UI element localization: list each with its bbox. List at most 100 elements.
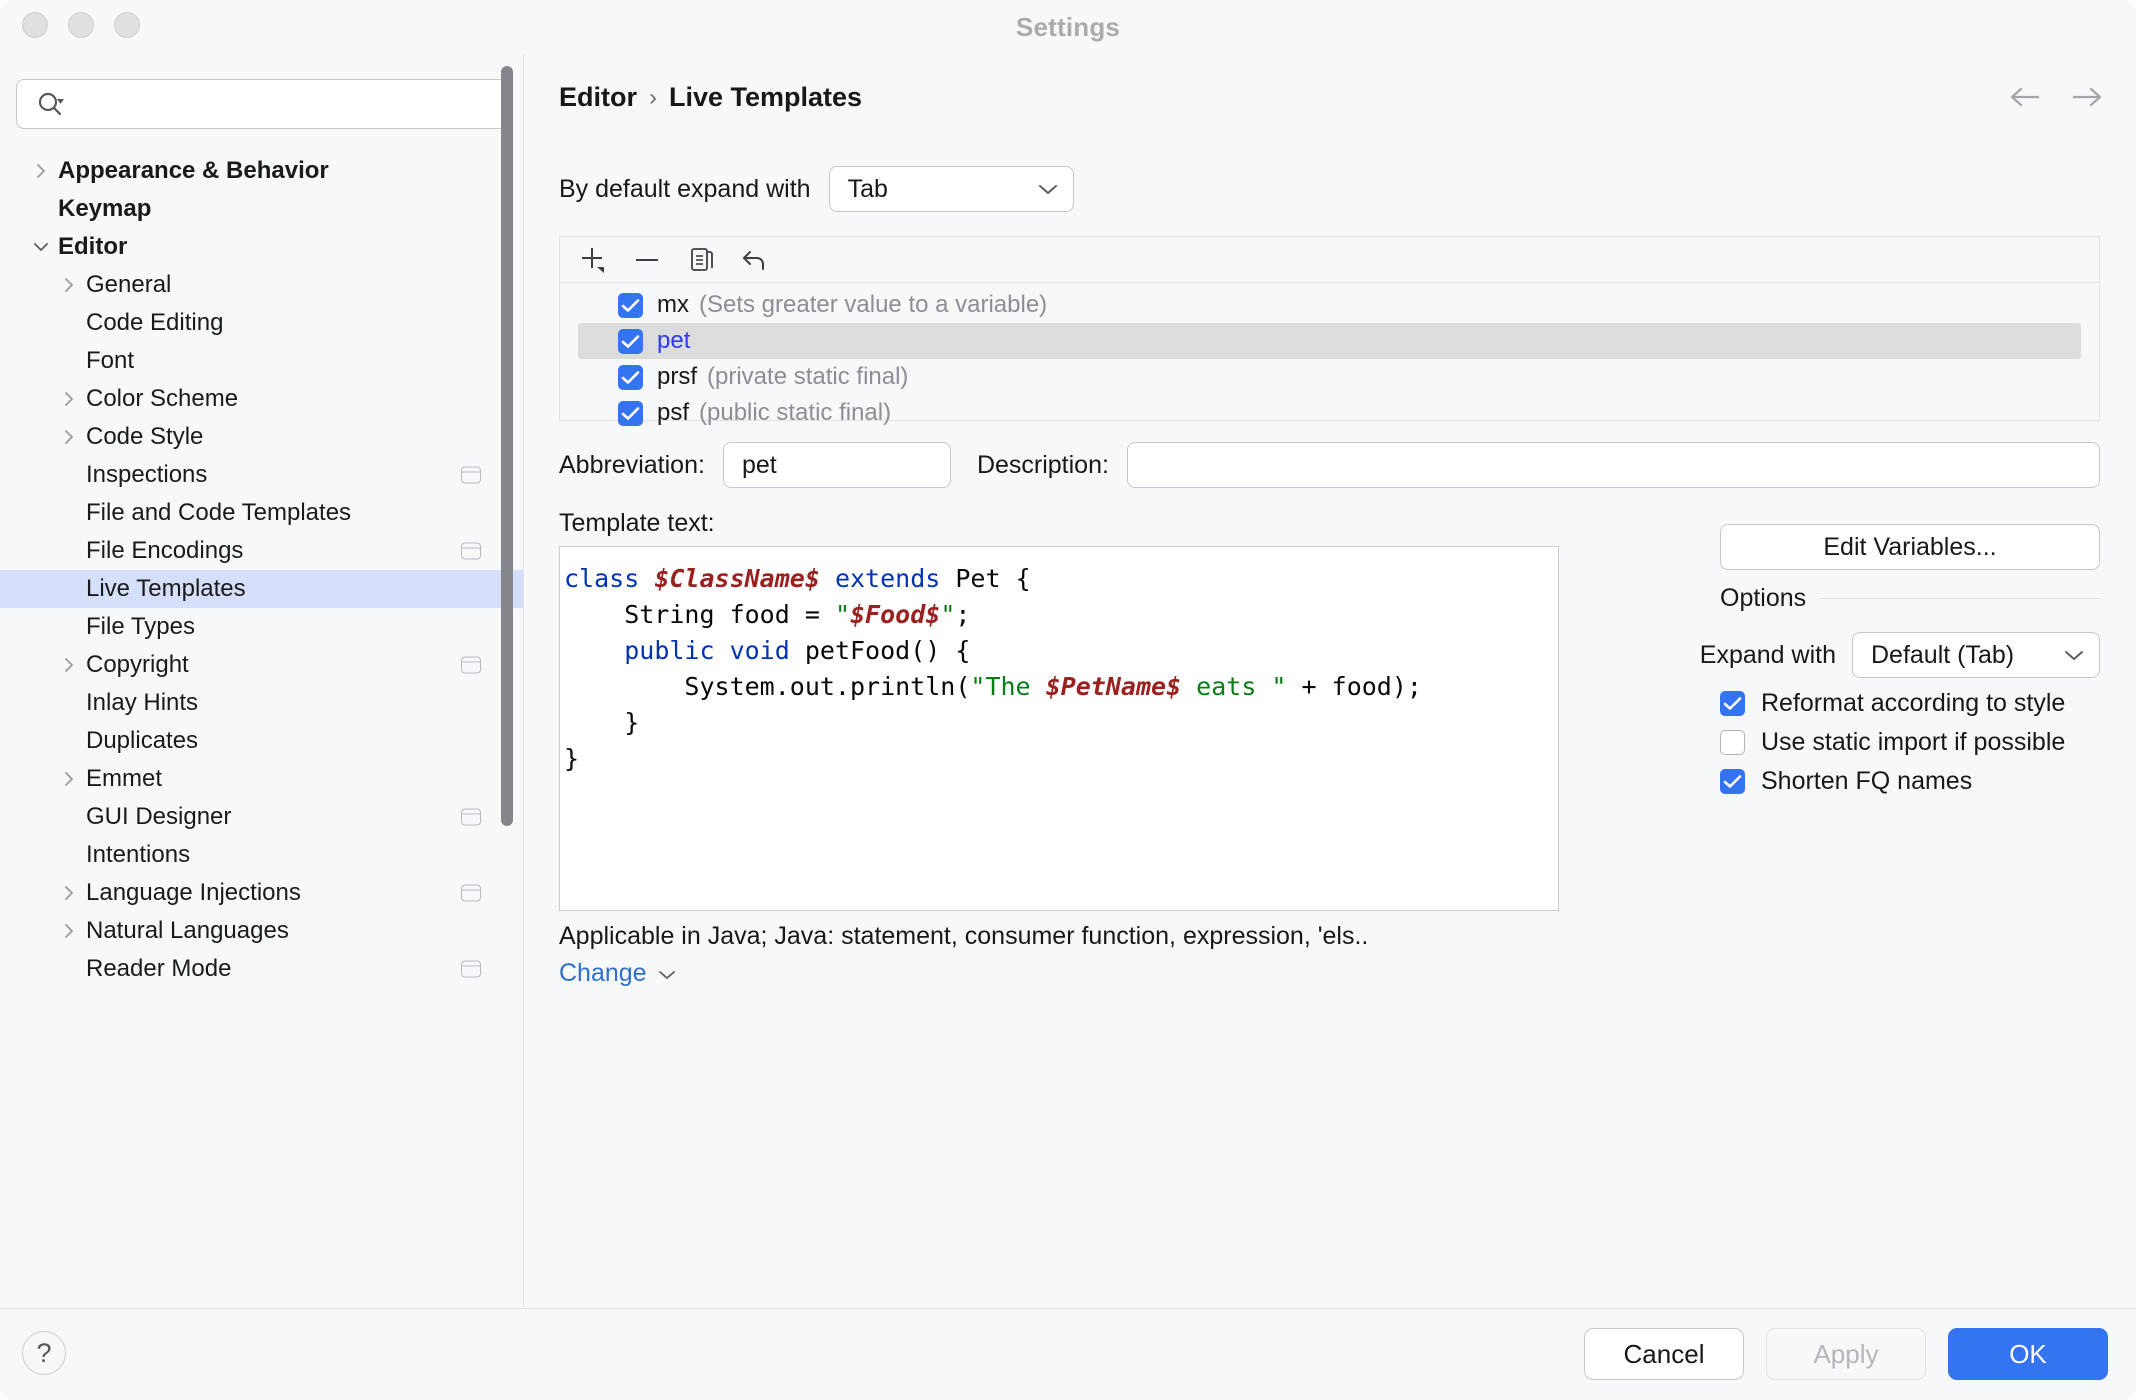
sidebar-item-appearance-behavior[interactable]: Appearance & Behavior [0,152,523,190]
sidebar-item-label: Reader Mode [86,955,232,982]
sidebar-item-editor[interactable]: Editor [0,228,523,266]
options-section-header: Options [1720,584,2100,613]
sidebar-item-natural-languages[interactable]: Natural Languages [0,912,523,950]
dialog-footer: ? Cancel Apply OK [0,1308,2136,1400]
chevron-right-icon[interactable] [54,389,84,409]
help-button[interactable]: ? [22,1331,66,1375]
breadcrumb-leaf: Live Templates [669,82,863,112]
sidebar-item-emmet[interactable]: Emmet [0,760,523,798]
sidebar-item-label: Emmet [86,765,163,792]
sidebar-item-label: Inspections [86,461,208,488]
code-token [564,636,624,665]
sidebar-item-file-encodings[interactable]: File Encodings [0,532,523,570]
description-label: Description: [976,450,1109,479]
sidebar-item-intentions[interactable]: Intentions [0,836,523,874]
sidebar-item-inlay-hints[interactable]: Inlay Hints [0,684,523,722]
default-expand-row: By default expand with Tab [559,166,1074,212]
sidebar-item-code-editing[interactable]: Code Editing [0,304,523,342]
code-token: $ClassName$ [654,564,820,593]
sidebar-item-keymap[interactable]: Keymap [0,190,523,228]
forward-arrow-icon[interactable] [2070,84,2104,110]
title-bar: Settings [0,0,2136,54]
cancel-button[interactable]: Cancel [1584,1328,1744,1380]
sidebar-scrollbar-thumb[interactable] [501,66,513,826]
template-text-editor[interactable]: class $ClassName$ extends Pet { String f… [559,546,1559,911]
chevron-right-icon[interactable] [26,161,56,181]
duplicate-template-button[interactable] [684,243,718,277]
sidebar-item-live-templates[interactable]: Live Templates [0,570,523,608]
template-row[interactable]: psf(public static final) [578,395,2081,431]
option-use-static-import-if-possible[interactable]: Use static import if possible [1720,723,2100,762]
ok-button[interactable]: OK [1948,1328,2108,1380]
change-context-link[interactable]: Change [559,959,677,988]
template-abbreviation: prsf [657,363,698,390]
template-enabled-checkbox[interactable] [618,400,643,426]
window-title: Settings [1015,11,1121,42]
main-panel: Editor › Live Templates By default expan… [525,54,2136,1308]
template-row[interactable]: pet [578,323,2081,359]
window-controls [22,12,140,38]
sidebar-item-label: Code Editing [86,309,224,336]
template-description: (Sets greater value to a variable) [699,291,1048,318]
back-arrow-icon[interactable] [2008,84,2042,110]
search-icon [35,89,65,119]
option-checkbox[interactable] [1720,691,1745,716]
code-token: petFood() { [789,636,971,665]
close-button[interactable] [22,12,48,38]
chevron-right-icon[interactable] [54,655,84,675]
template-enabled-checkbox[interactable] [618,292,643,318]
option-expand-with-select[interactable]: Default (Tab) [1852,632,2100,678]
sidebar-item-language-injections[interactable]: Language Injections [0,874,523,912]
project-scope-icon [461,884,481,902]
template-enabled-checkbox[interactable] [618,328,643,354]
chevron-down-icon [657,959,677,988]
sidebar-item-gui-designer[interactable]: GUI Designer [0,798,523,836]
chevron-right-icon[interactable] [54,769,84,789]
template-abbreviation: mx [657,291,689,318]
chevron-right-icon[interactable] [54,921,84,941]
add-template-button[interactable] [576,243,610,277]
option-checkbox[interactable] [1720,730,1745,755]
dialog-buttons: Cancel Apply OK [1584,1328,2108,1380]
description-input[interactable] [1126,442,2100,488]
chevron-right-icon[interactable] [54,427,84,447]
sidebar-item-color-scheme[interactable]: Color Scheme [0,380,523,418]
sidebar-item-font[interactable]: Font [0,342,523,380]
apply-button[interactable]: Apply [1766,1328,1926,1380]
sidebar-item-inspections[interactable]: Inspections [0,456,523,494]
code-token [820,564,835,593]
option-reformat-according-to-style[interactable]: Reformat according to style [1720,684,2100,723]
template-row[interactable]: prsf(private static final) [578,359,2081,395]
abbreviation-input[interactable]: pet [722,442,951,488]
code-token: eats " [1181,672,1287,701]
sidebar-item-general[interactable]: General [0,266,523,304]
sidebar-item-label: Font [86,347,135,374]
sidebar-item-code-style[interactable]: Code Style [0,418,523,456]
chevron-right-icon[interactable] [54,275,84,295]
code-token: " [940,600,956,629]
template-enabled-checkbox[interactable] [618,364,643,390]
sidebar-item-duplicates[interactable]: Duplicates [0,722,523,760]
remove-template-button[interactable] [630,243,664,277]
code-token: + food); [1286,672,1422,701]
sidebar-scrollbar[interactable] [501,66,513,826]
template-row[interactable]: mx (Sets greater value to a variable) [578,287,2081,323]
settings-search[interactable] [16,79,508,129]
sidebar-item-reader-mode[interactable]: Reader Mode [0,950,523,988]
sidebar-item-copyright[interactable]: Copyright [0,646,523,684]
edit-variables-button[interactable]: Edit Variables... [1720,524,2100,570]
chevron-down-icon[interactable] [26,237,56,257]
minimize-button[interactable] [68,12,94,38]
sidebar-item-file-and-code-templates[interactable]: File and Code Templates [0,494,523,532]
default-expand-select[interactable]: Tab [828,166,1074,212]
breadcrumb-root[interactable]: Editor [559,82,637,112]
chevron-right-icon[interactable] [54,883,84,903]
option-checkbox[interactable] [1720,769,1745,794]
ok-label: OK [2009,1338,2047,1369]
revert-template-button[interactable] [738,243,772,277]
sidebar-item-file-types[interactable]: File Types [0,608,523,646]
code-token: public void [624,636,790,665]
zoom-button[interactable] [114,12,140,38]
option-shorten-fq-names[interactable]: Shorten FQ names [1720,762,2100,801]
